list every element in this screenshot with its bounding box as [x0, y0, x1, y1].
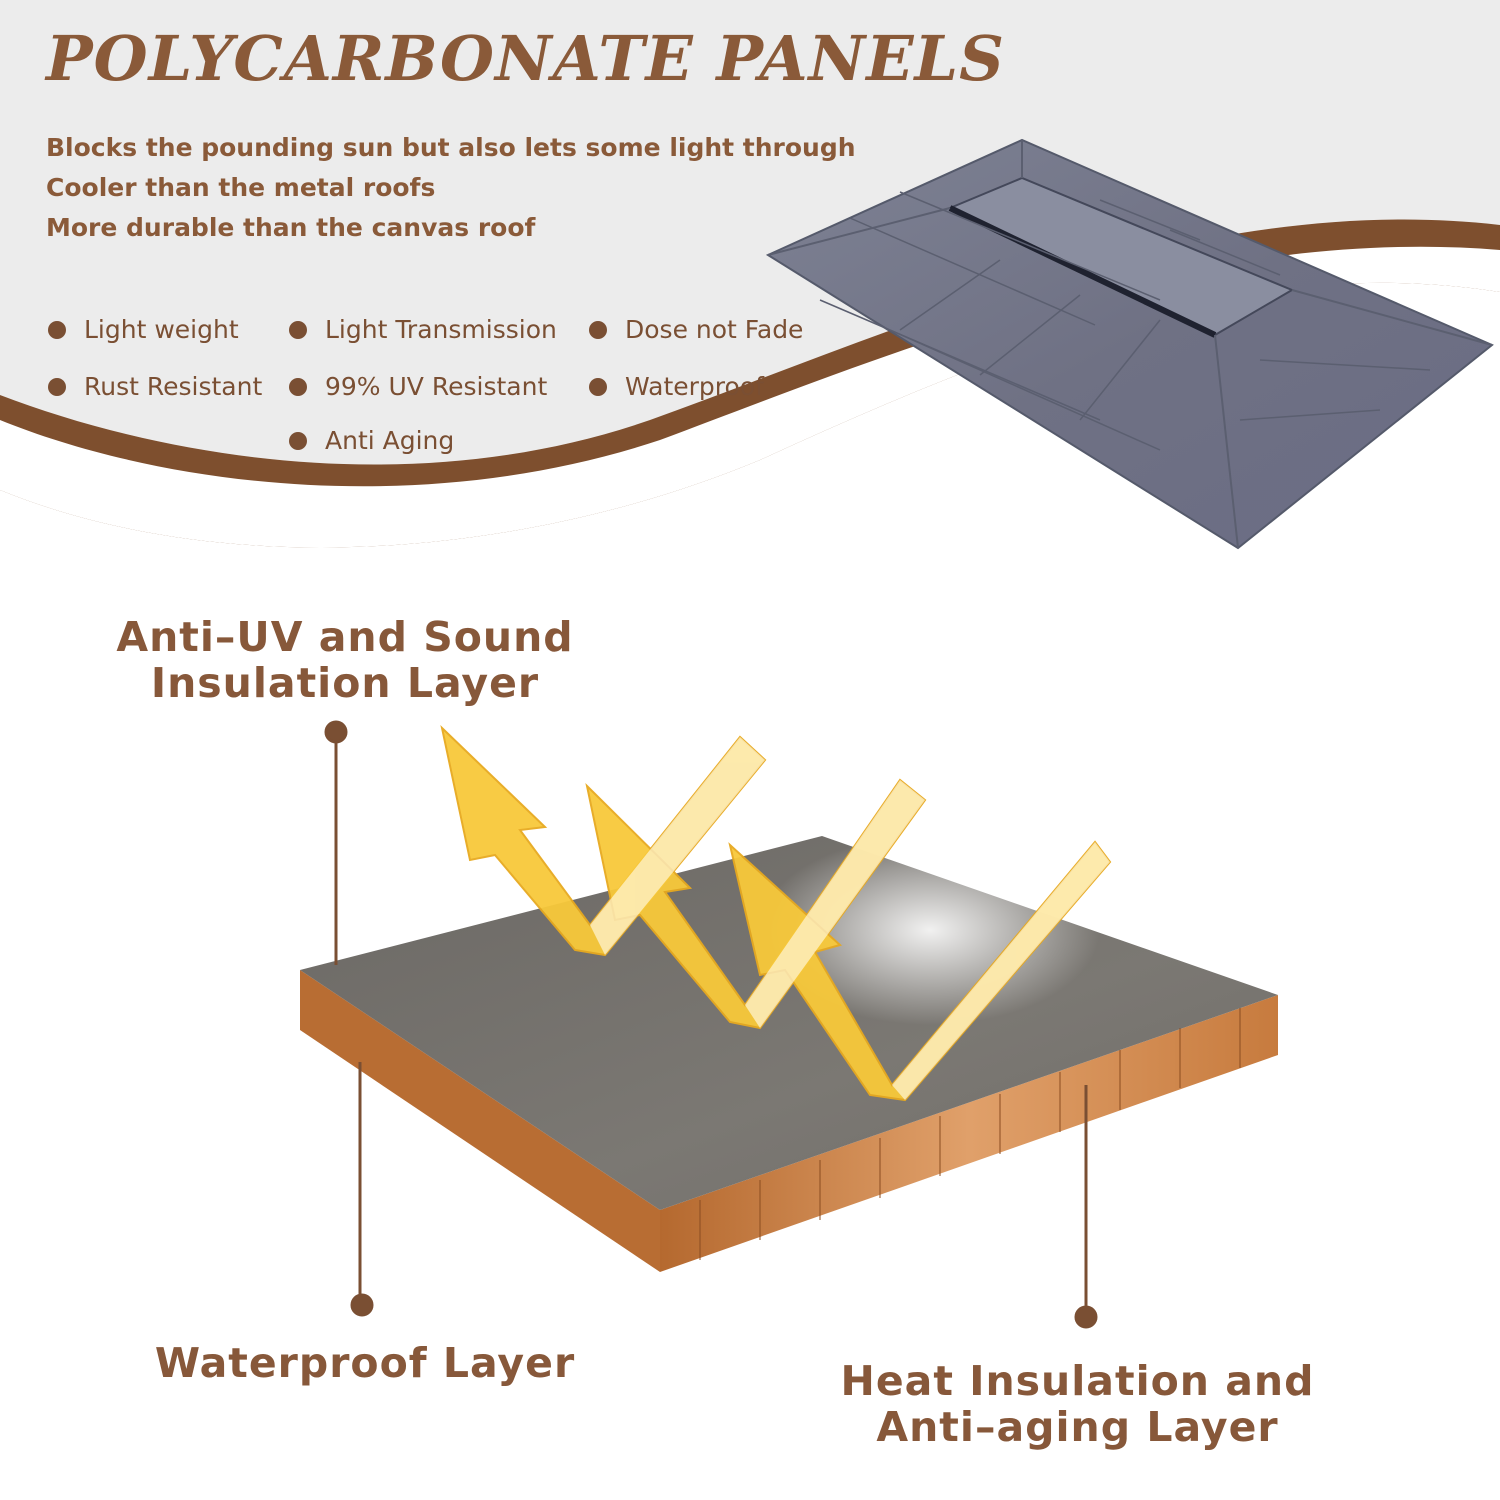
label-line: Heat Insulation and [840, 1357, 1315, 1405]
roof-panel-image [765, 138, 1494, 550]
bullet-icon [589, 377, 607, 396]
panel-front-edge [660, 995, 1278, 1272]
benefits-list: Blocks the pounding sun but also lets so… [46, 128, 856, 248]
page-title: POLYCARBONATE PANELS [46, 22, 1005, 95]
feature-light-weight: Light weight [48, 315, 239, 344]
benefit-item: Blocks the pounding sun but also lets so… [46, 133, 856, 162]
label-line: Anti–aging Layer [876, 1403, 1279, 1451]
hero-gray-panel [0, 0, 1500, 465]
feature-label: Light Transmission [325, 315, 557, 344]
anti-uv-layer-label: Anti–UV and Sound Insulation Layer [100, 614, 590, 706]
bullet-icon [48, 377, 66, 396]
feature-label: 99% UV Resistant [325, 372, 548, 401]
feature-label: Rust Resistant [84, 372, 263, 401]
benefit-item: Cooler than the metal roofs [46, 173, 436, 202]
bullet-icon [289, 377, 307, 396]
feature-label: Anti Aging [325, 426, 455, 455]
feature-uv-resistant: 99% UV Resistant [289, 372, 547, 401]
feature-anti-aging: Anti Aging [289, 426, 454, 455]
layer-cross-section-image [300, 725, 1278, 1272]
feature-rust-resistant: Rust Resistant [48, 372, 262, 401]
feature-waterproof: Waterproof [589, 372, 764, 401]
label-line: Anti–UV and Sound [116, 613, 574, 661]
feature-label: Dose not Fade [625, 315, 804, 344]
roof-outline [765, 138, 1494, 550]
benefit-item: More durable than the canvas roof [46, 213, 536, 242]
heat-insulation-layer-label: Heat Insulation and Anti–aging Layer [800, 1358, 1355, 1450]
label-line: Insulation Layer [150, 659, 540, 707]
bullet-icon [589, 320, 607, 339]
feature-label: Light weight [84, 315, 239, 344]
feature-light-transmission: Light Transmission [289, 315, 557, 344]
bullet-icon [48, 320, 66, 339]
panel-left-edge [300, 970, 660, 1272]
hero-white-inner [0, 246, 1500, 548]
label-line: Waterproof Layer [154, 1339, 576, 1387]
feature-label: Waterproof [625, 372, 764, 401]
waterproof-layer-label: Waterproof Layer [140, 1340, 590, 1386]
feature-does-not-fade: Dose not Fade [589, 315, 803, 344]
bullet-icon [289, 431, 307, 450]
bullet-icon [289, 320, 307, 339]
